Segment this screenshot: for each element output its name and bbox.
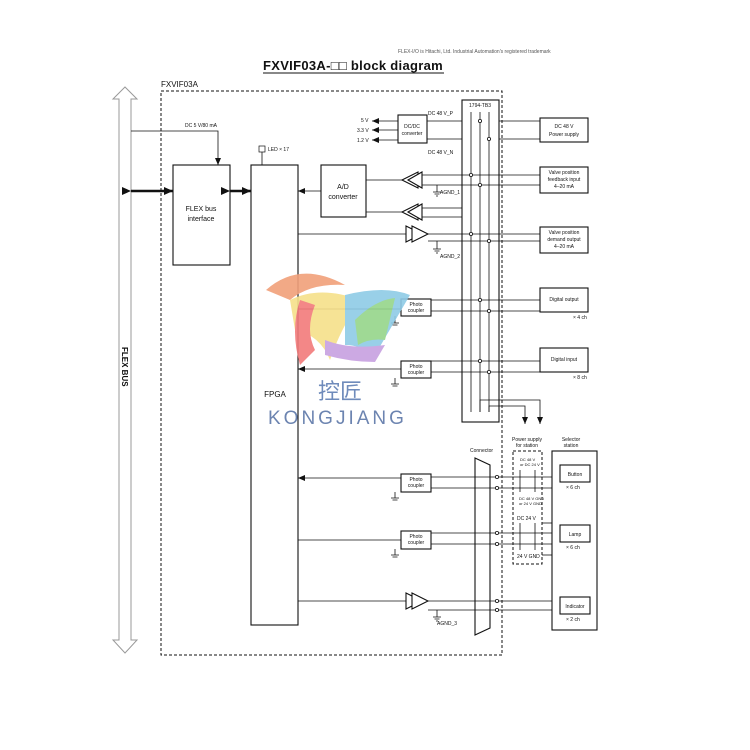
flex-power-label: DC 5 V/80 mA	[185, 123, 218, 129]
valve-demand-box	[539, 226, 589, 254]
di-count: × 8 ch	[573, 375, 587, 381]
pc-do-label-2: coupler	[408, 308, 425, 314]
terminal-block	[461, 99, 500, 423]
pc-lamp-label-2: coupler	[408, 540, 425, 546]
flex-bus-interface-block	[172, 164, 231, 266]
ps-label-2: Power supply	[549, 132, 580, 138]
logo-latin: KONGJIANG	[268, 408, 407, 429]
digital-output-box	[539, 287, 589, 313]
lamp-count: × 6 ch	[566, 545, 580, 551]
flex-interface-label-1: FLEX bus	[186, 206, 217, 213]
gnd24-label: 24 V GND	[517, 554, 540, 560]
indicator-box	[559, 596, 591, 615]
pc-btn-label-2: coupler	[408, 483, 425, 489]
lamp-label: Lamp	[569, 532, 582, 538]
led-label: LED × 17	[268, 147, 289, 153]
logo-chinese: 控匠	[318, 379, 362, 404]
ps-label-1: DC 48 V	[555, 124, 575, 130]
pc-di-label-2: coupler	[408, 370, 425, 376]
button-box	[559, 464, 591, 483]
indicator-label: Indicator	[565, 604, 585, 610]
ad-label-1: A/D	[337, 184, 349, 191]
dc48-power-supply-box	[539, 117, 589, 143]
agnd2-label: AGND_2	[440, 254, 460, 260]
do-label: Digital output	[549, 297, 579, 303]
ad-converter-block	[320, 164, 367, 218]
amplifier-indicator	[405, 592, 430, 610]
station-power-box	[512, 450, 543, 565]
dcdc-converter-block	[397, 114, 428, 144]
module-boundary	[160, 90, 503, 656]
photo-coupler-di	[400, 360, 432, 379]
connector-label: Connector	[470, 448, 493, 454]
dc24-label: DC 24 V	[517, 516, 537, 522]
voltage-5v: 5 V	[361, 118, 369, 124]
terminal-dots	[468, 119, 491, 374]
button-count: × 6 ch	[566, 485, 580, 491]
flex-interface-label-2: interface	[188, 216, 215, 223]
button-label: Button	[568, 472, 583, 478]
amplifier-2	[400, 203, 423, 221]
dc48-n-label: DC 48 V_N	[428, 150, 454, 156]
amplifier-1	[400, 171, 423, 189]
indicator-count: × 2 ch	[566, 617, 580, 623]
station-note-1: DC 48 V	[520, 457, 535, 462]
station-note-3: DC 48 V GND	[519, 496, 544, 501]
dc48-p-label: DC 48 V_P	[428, 111, 454, 117]
pc-lamp-label-1: Photo	[409, 534, 422, 540]
dcdc-label-1: DC/DC	[404, 124, 420, 130]
vf-label-3: 4–20 mA	[554, 184, 575, 190]
di-label: Digital input	[551, 357, 578, 363]
station-power-header-1: Power supply	[512, 437, 543, 443]
flex-bus-arrow	[111, 86, 139, 654]
station-note-2: or DC 24 V	[520, 462, 540, 467]
do-count: × 4 ch	[573, 315, 587, 321]
led-icon	[258, 145, 266, 165]
agnd1-label: AGND_1	[440, 190, 460, 196]
connector-dots	[494, 474, 499, 613]
voltage-3v3: 3.3 V	[357, 128, 369, 134]
vd-label-2: demand output	[547, 237, 581, 243]
pc-do-label-1: Photo	[409, 302, 422, 308]
vf-label-2: feedback input	[548, 177, 581, 183]
header-note: FLEX-I/O is Hitachi, Ltd. Industrial Aut…	[398, 49, 551, 55]
flex-bus-label: FLEX BUS	[120, 347, 129, 387]
voltage-1v2: 1.2 V	[357, 138, 369, 144]
digital-input-box	[539, 347, 589, 373]
connector-block	[474, 457, 491, 636]
ad-label-2: converter	[328, 194, 358, 201]
pc-btn-label-1: Photo	[409, 477, 422, 483]
vd-label-1: Valve position	[549, 230, 580, 236]
photo-coupler-button	[400, 473, 432, 493]
valve-feedback-box	[539, 166, 589, 194]
selector-header-2: station	[564, 443, 579, 449]
fpga-label: FPGA	[264, 390, 286, 399]
agnd3-label: AGND_3	[437, 621, 457, 627]
dcdc-label-2: converter	[402, 131, 423, 137]
module-label: FXVIF03A	[161, 80, 199, 89]
lamp-box	[559, 524, 591, 543]
fpga-block	[250, 164, 299, 626]
diagram-title: FXVIF03A-□□ block diagram	[263, 58, 443, 73]
pc-di-label-1: Photo	[409, 364, 422, 370]
amplifier-3	[405, 225, 430, 243]
vd-label-3: 4–20 mA	[554, 244, 575, 250]
vf-label-1: Valve position	[549, 170, 580, 176]
station-note-4: or 24 V GND	[519, 501, 542, 506]
station-power-header-2: for station	[516, 443, 538, 449]
terminal-block-label: 1794-TB3	[469, 103, 491, 109]
kongjiang-logo-watermark: 控匠 KONGJIANG	[266, 273, 410, 429]
selector-header-1: Selector	[562, 437, 581, 443]
